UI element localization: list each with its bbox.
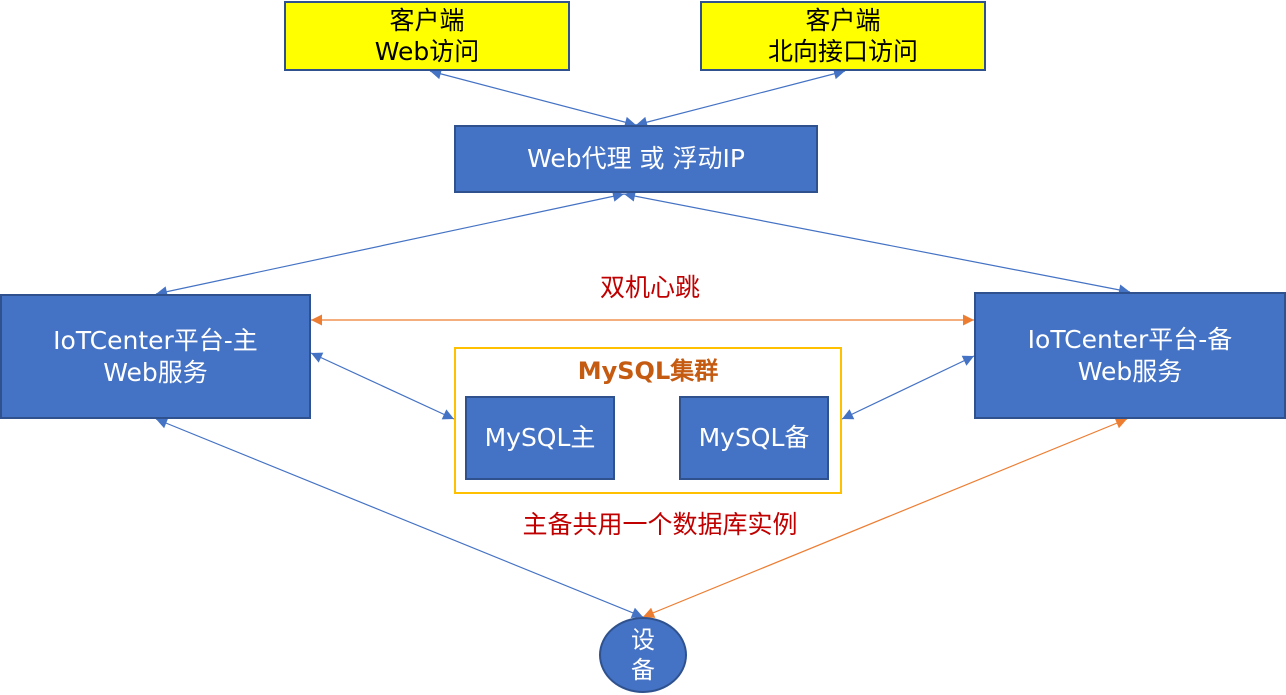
proxy-label: Web代理 或 浮动IP	[527, 144, 745, 174]
heartbeat-annotation: 双机心跳	[599, 273, 700, 302]
iotcenter-main-node: IoTCenter平台-主 Web服务	[0, 294, 311, 419]
heartbeat-link-arrow-end-icon	[963, 314, 974, 326]
iot-backup-cluster-link-arrow-start-icon	[961, 355, 974, 366]
iot-backup-cluster-link	[841, 355, 975, 420]
proxy-client-north-link-arrow-start-icon	[636, 116, 649, 128]
proxy-client-web-link	[429, 70, 637, 126]
mysql-main-node: MySQL主	[465, 396, 615, 480]
iot-backup-cluster-link-arrow-end-icon	[842, 409, 855, 420]
client-web-line1: 客户端	[389, 5, 465, 35]
device-node: 设 备	[599, 617, 687, 693]
iot-main-line2: Web服务	[103, 357, 208, 387]
iot-main-line1: IoTCenter平台-主	[53, 326, 258, 356]
iot-main-device-link	[155, 418, 644, 618]
mysql-backup-node: MySQL备	[679, 396, 829, 480]
iot-main-cluster-link-arrow-end-icon	[441, 409, 454, 420]
iot-backup-device-link-arrow-end-icon	[643, 607, 656, 618]
iot-backup-device-link	[642, 418, 1128, 618]
iot-main-cluster-link	[310, 352, 455, 420]
iotcenter-backup-node: IoTCenter平台-备 Web服务	[974, 292, 1286, 419]
heartbeat-link-arrow-start-icon	[311, 314, 322, 326]
proxy-client-web-link-arrow-end-icon	[430, 68, 443, 80]
proxy-client-web-link-arrow-start-icon	[623, 116, 636, 128]
web-proxy-floating-ip-node: Web代理 或 浮动IP	[454, 125, 818, 193]
iot-backup-line2: Web服务	[1077, 356, 1183, 386]
iot-main-device-link-arrow-end-icon	[630, 607, 643, 618]
iot-main-device-link-arrow-start-icon	[156, 418, 169, 429]
shared-database-annotation: 主备共用一个数据库实例	[522, 510, 798, 539]
client-northbound-access-node: 客户端 北向接口访问	[700, 1, 986, 71]
client-web-access-node: 客户端 Web访问	[284, 1, 570, 71]
client-north-line2: 北向接口访问	[767, 37, 918, 66]
proxy-iot-backup-link	[623, 193, 1131, 293]
proxy-client-north-link-arrow-end-icon	[832, 68, 845, 80]
device-line1: 设	[631, 626, 655, 654]
mysql-cluster-title: MySQL集群	[577, 357, 719, 385]
proxy-iot-main-link	[155, 193, 625, 295]
iot-backup-device-link-arrow-start-icon	[1114, 418, 1127, 429]
iot-backup-line1: IoTCenter平台-备	[1027, 325, 1233, 355]
proxy-iot-main-link-arrow-start-icon	[612, 190, 624, 202]
client-north-line1: 客户端	[805, 5, 881, 35]
proxy-iot-backup-link-arrow-start-icon	[624, 190, 636, 202]
mysql-backup-label: MySQL备	[698, 423, 810, 453]
client-web-line2: Web访问	[374, 37, 480, 66]
iot-main-cluster-link-arrow-start-icon	[311, 352, 324, 363]
mysql-main-label: MySQL主	[484, 423, 596, 453]
proxy-client-north-link	[635, 70, 846, 126]
device-line2: 备	[631, 656, 655, 684]
